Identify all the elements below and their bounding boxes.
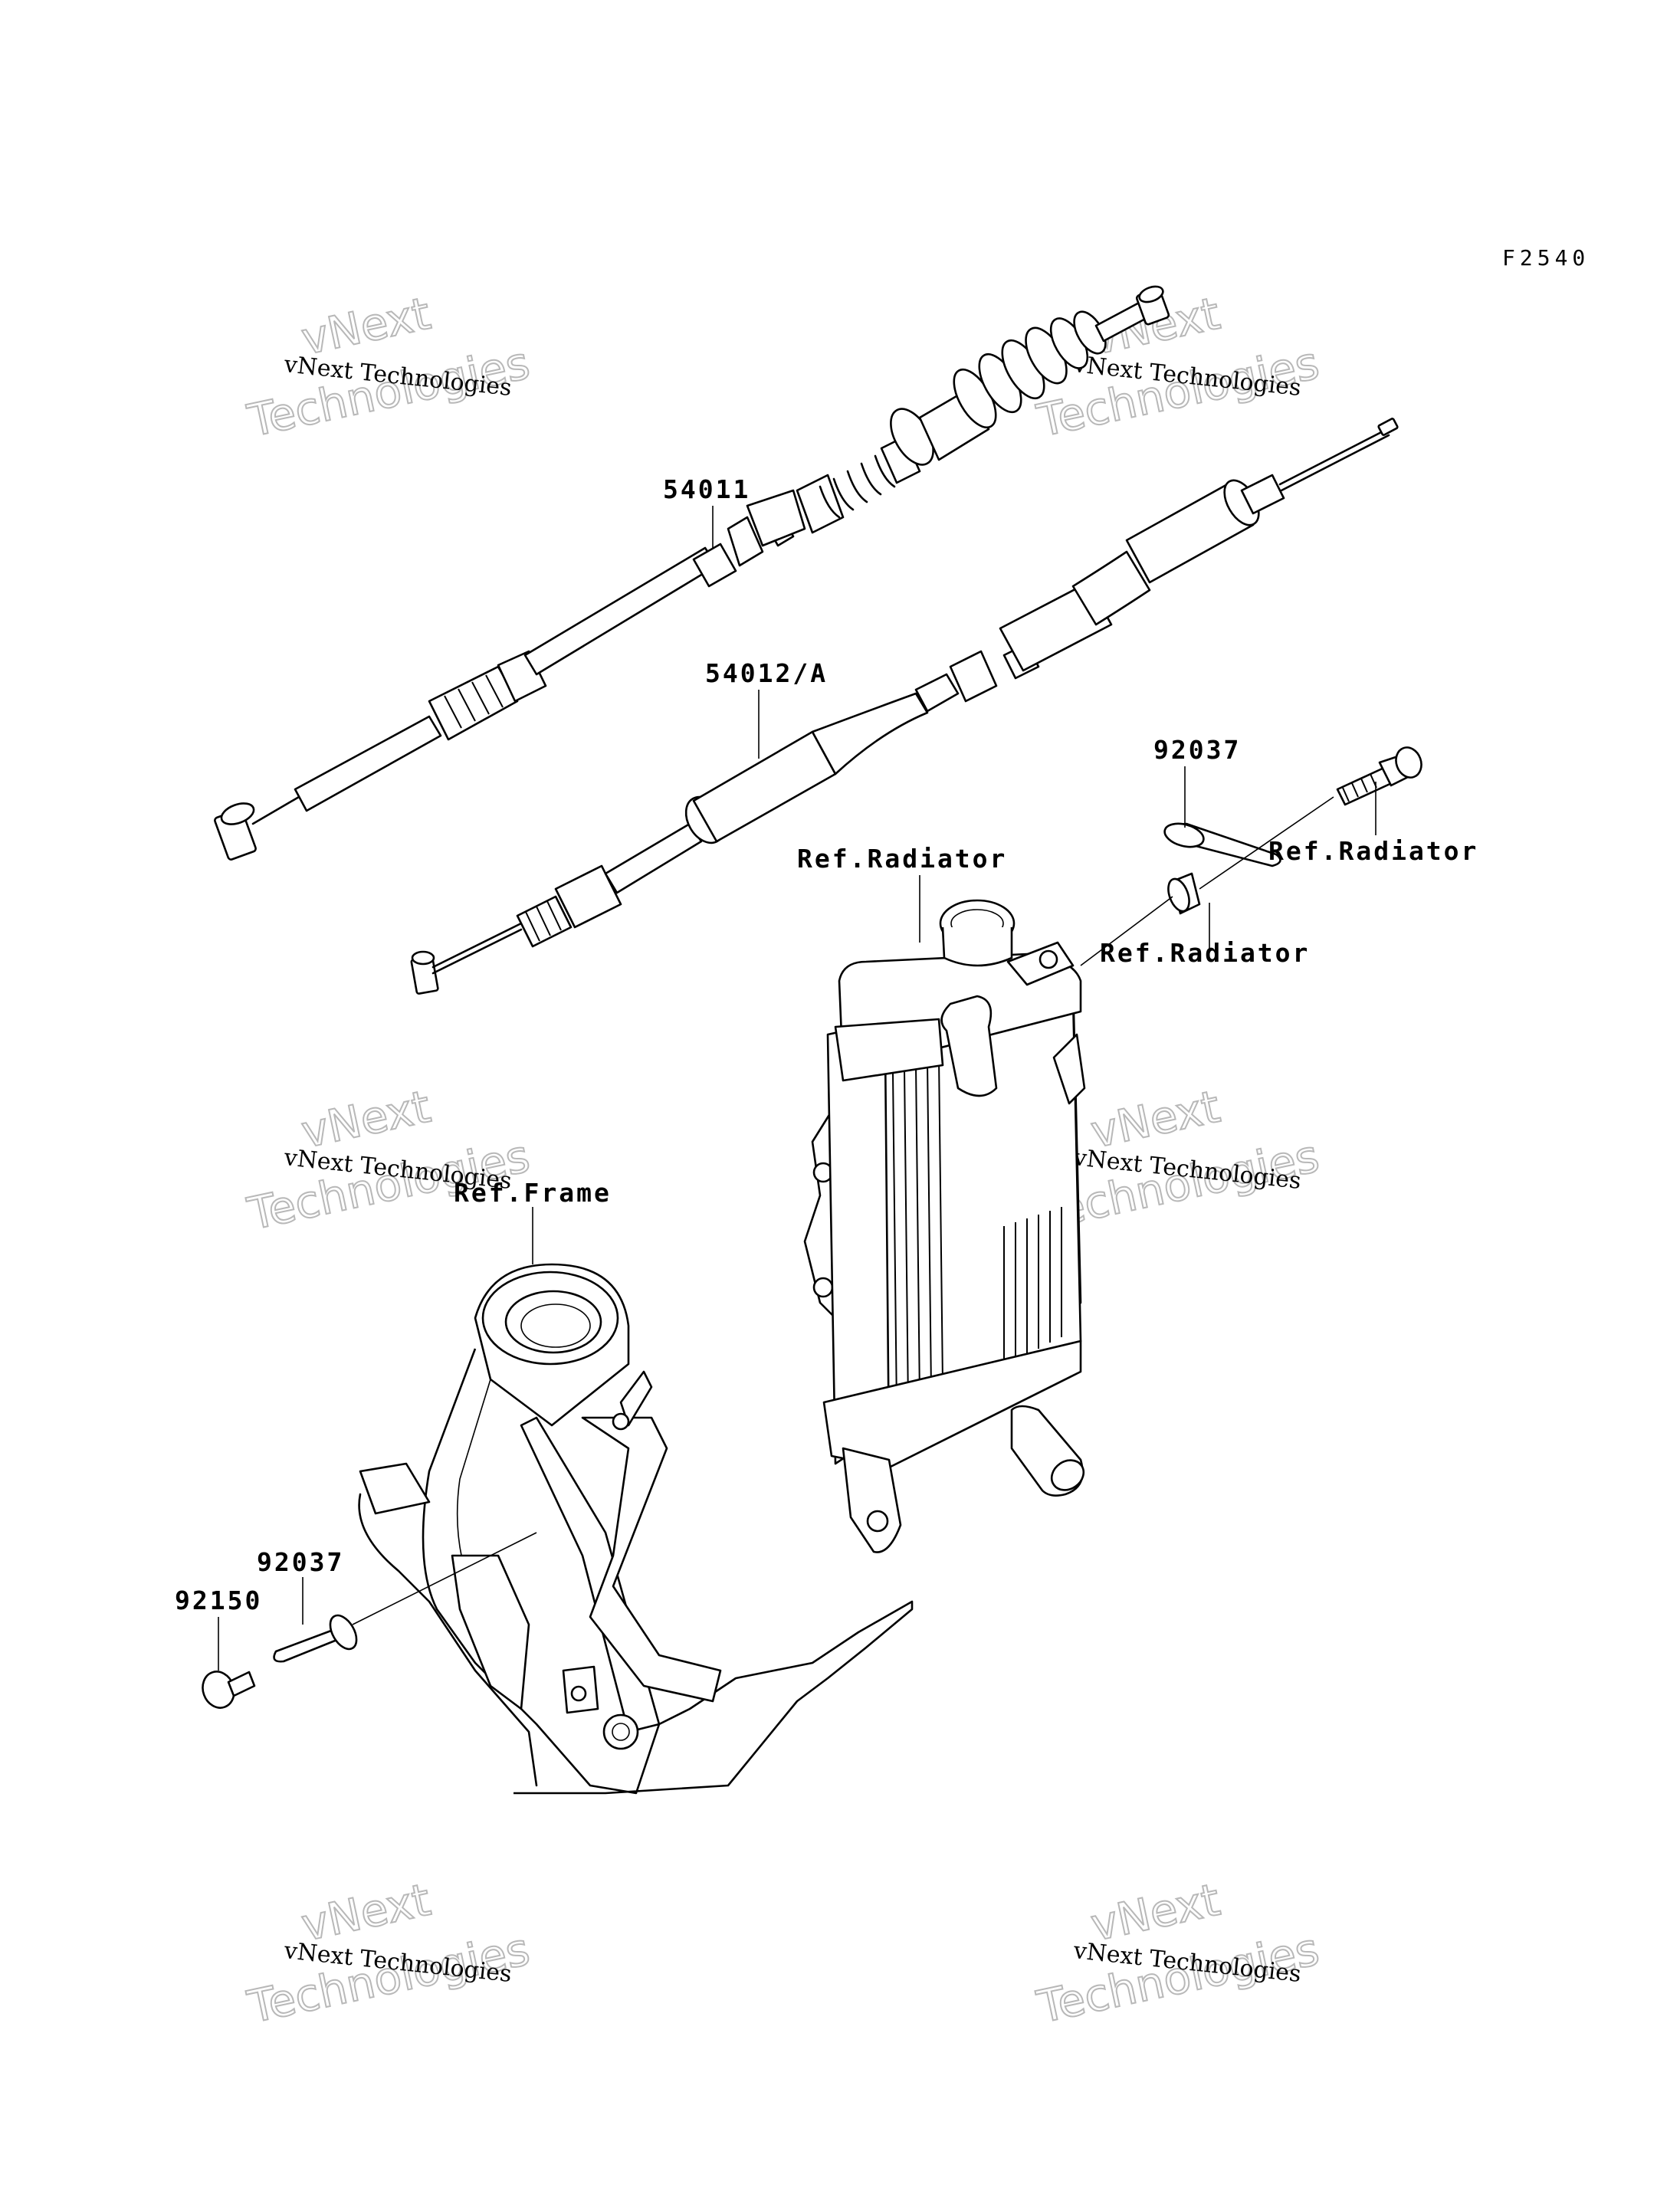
leader-line xyxy=(1199,796,1334,890)
part-label-54011: 54011 xyxy=(663,474,750,504)
clutch-cable-54011[interactable] xyxy=(214,284,1170,861)
leader-line xyxy=(1080,896,1173,966)
part-label-54012-a: 54012/A xyxy=(705,658,828,688)
collar[interactable] xyxy=(1164,872,1201,915)
clamp-92037-left[interactable] xyxy=(273,1611,363,1663)
svg-text:vNext: vNext xyxy=(1087,1874,1225,1952)
part-label-92150: 92150 xyxy=(175,1585,262,1615)
figure-code: F2540 xyxy=(1502,245,1590,271)
watermark-bottom-left: vNext Technologies xyxy=(242,1873,535,2035)
throttle-cable-54012-a[interactable] xyxy=(410,418,1399,995)
svg-text:vNext: vNext xyxy=(297,1080,435,1159)
svg-text:vNext: vNext xyxy=(297,287,435,366)
clamp-92037-top[interactable] xyxy=(1162,820,1281,867)
ref-frame-label: Ref.Frame xyxy=(454,1178,612,1208)
svg-text:vNext: vNext xyxy=(1087,1080,1225,1159)
radiator xyxy=(803,899,1086,1553)
svg-text:vNext: vNext xyxy=(297,1874,435,1952)
bolt-right[interactable] xyxy=(1336,744,1426,806)
watermark-bottom-right: vNext Technologies xyxy=(1032,1873,1324,2035)
ref-radiator-label-collar: Ref.Radiator xyxy=(1100,938,1310,968)
bolt-92150[interactable] xyxy=(198,1667,256,1713)
watermark-top-left: vNext Technologies xyxy=(242,287,535,448)
frame xyxy=(358,1263,914,1795)
watermark-mid-left: vNext Technologies xyxy=(242,1080,535,1241)
leader-line xyxy=(352,1532,537,1625)
ref-radiator-label-top: Ref.Radiator xyxy=(797,844,1007,874)
part-label-92037-top: 92037 xyxy=(1153,735,1241,765)
part-label-92037-left: 92037 xyxy=(257,1547,344,1577)
ref-radiator-label-right: Ref.Radiator xyxy=(1268,836,1478,866)
